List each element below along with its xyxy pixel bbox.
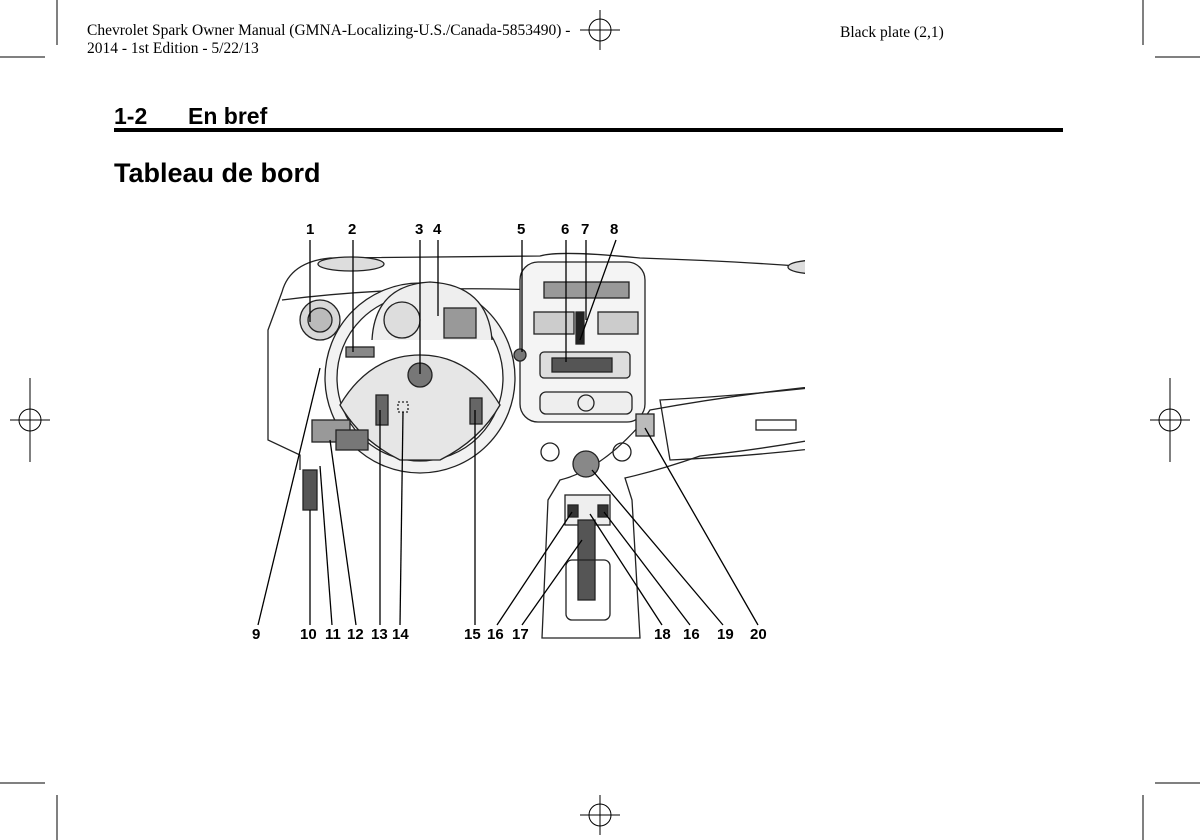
callout-19: 19 xyxy=(717,626,734,643)
page-title: Tableau de bord xyxy=(114,158,321,188)
callout-4: 4 xyxy=(433,221,442,238)
section-heading: 1-2 En bref xyxy=(114,103,267,130)
callout-1: 1 xyxy=(306,221,315,238)
callout-16a: 16 xyxy=(487,626,504,643)
callout-15: 15 xyxy=(464,626,481,643)
callout-10: 10 xyxy=(300,626,317,643)
callout-5: 5 xyxy=(517,221,526,238)
callout-17: 17 xyxy=(512,626,529,643)
callout-11: 11 xyxy=(325,626,341,643)
callout-8: 8 xyxy=(610,221,619,238)
callout-13: 13 xyxy=(371,626,388,643)
callout-6: 6 xyxy=(561,221,570,238)
callout-12: 12 xyxy=(347,626,364,643)
black-plate-label: Black plate (2,1) xyxy=(840,24,944,41)
callout-18: 18 xyxy=(654,626,671,643)
section-rule xyxy=(114,128,1063,132)
callout-14: 14 xyxy=(392,626,409,643)
callout-3: 3 xyxy=(415,221,424,238)
dashboard-illustration xyxy=(257,239,805,639)
section-title: En bref xyxy=(188,103,268,129)
callout-9: 9 xyxy=(252,626,261,643)
dashboard-outline xyxy=(281,252,805,639)
callout-7: 7 xyxy=(581,221,590,238)
callout-20: 20 xyxy=(750,626,767,643)
section-number: 1-2 xyxy=(114,103,148,129)
callout-2: 2 xyxy=(348,221,357,238)
callout-16b: 16 xyxy=(683,626,700,643)
header-line-1: Chevrolet Spark Owner Manual (GMNA-Local… xyxy=(87,22,571,39)
header-line-2: 2014 - 1st Edition - 5/22/13 xyxy=(87,40,259,57)
print-header: Chevrolet Spark Owner Manual (GMNA-Local… xyxy=(87,22,570,58)
